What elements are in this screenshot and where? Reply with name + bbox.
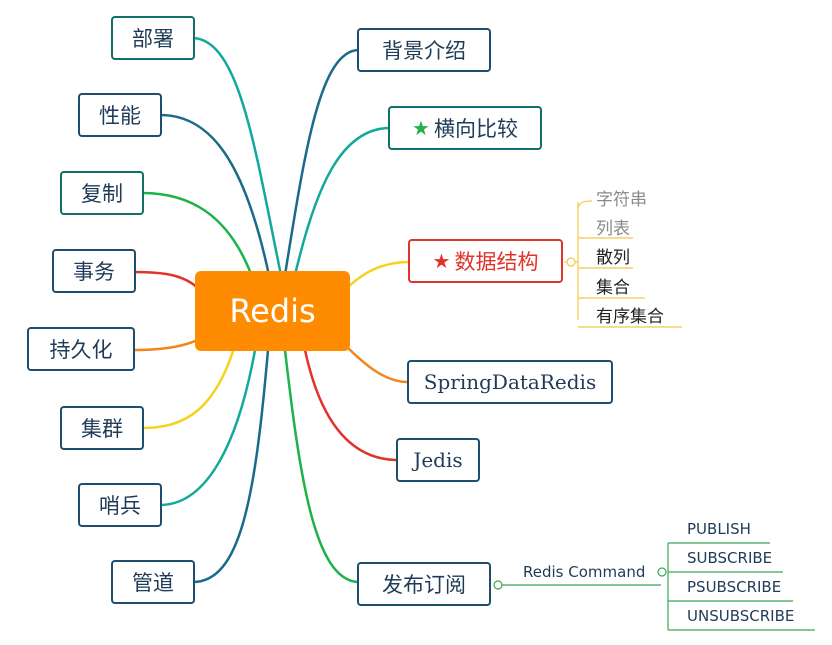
root-label: Redis [229, 292, 316, 330]
link-performance [159, 113, 272, 281]
node-persistence[interactable]: 持久化 [27, 327, 135, 371]
node-background-label: 背景介绍 [382, 39, 466, 63]
node-sentinel-label: 哨兵 [99, 494, 141, 518]
link-cluster [141, 344, 237, 430]
node-performance[interactable]: 性能 [78, 93, 162, 137]
node-deploy-label: 部署 [132, 27, 174, 51]
leaf-hash[interactable]: 散列 [596, 248, 630, 268]
link-pipeline [192, 349, 270, 584]
node-sentinel[interactable]: 哨兵 [78, 483, 162, 527]
root-node-redis[interactable]: Redis [195, 271, 350, 351]
node-deploy[interactable]: 部署 [111, 16, 195, 60]
node-transaction-label: 事务 [73, 260, 115, 284]
link-deploy [192, 36, 284, 281]
leaf-psubscribe[interactable]: PSUBSCRIBE [687, 578, 782, 596]
leaf-list[interactable]: 列表 [596, 219, 630, 239]
node-persistence-label: 持久化 [49, 338, 113, 362]
star-icon: ★ [412, 116, 430, 140]
link-replication [141, 191, 257, 286]
star-icon: ★ [432, 249, 451, 273]
leaf-publish[interactable]: PUBLISH [687, 520, 751, 538]
link-pubsub [283, 349, 359, 584]
link-transaction [133, 270, 201, 291]
node-pipeline-label: 管道 [132, 571, 174, 595]
node-transaction[interactable]: 事务 [52, 249, 136, 293]
node-compare[interactable]: ★横向比较 [388, 106, 542, 150]
node-pubsub[interactable]: 发布订阅 [357, 562, 491, 606]
link-background [283, 48, 359, 276]
link-jedis [303, 349, 399, 462]
node-compare-label: 横向比较 [433, 117, 518, 141]
node-background[interactable]: 背景介绍 [357, 28, 491, 72]
node-performance-label: 性能 [99, 104, 141, 128]
node-cluster-label: 集群 [81, 417, 123, 441]
node-pubsub-label: 发布订阅 [382, 573, 466, 597]
leaf-sorted-set[interactable]: 有序集合 [596, 307, 664, 327]
edge-label-redis-command: Redis Command [523, 563, 646, 581]
node-datastructs-label: 数据结构 [454, 250, 539, 274]
link-datastructs [344, 260, 411, 291]
node-replication-label: 复制 [81, 182, 123, 206]
node-pipeline[interactable]: 管道 [111, 560, 195, 604]
collapse-pubsub-icon [657, 567, 667, 577]
node-springdata-label: SpringDataRedis [423, 370, 597, 394]
node-jedis-label: Jedis [413, 448, 463, 472]
leaf-unsubscribe[interactable]: UNSUBSCRIBE [687, 607, 795, 625]
link-sentinel [159, 349, 257, 507]
node-datastructs[interactable]: ★数据结构 [408, 239, 563, 283]
node-springdata[interactable]: SpringDataRedis [407, 360, 613, 404]
link-springdata [344, 344, 409, 384]
node-cluster[interactable]: 集群 [60, 406, 144, 450]
leaf-set[interactable]: 集合 [596, 278, 630, 298]
leaf-subscribe[interactable]: SUBSCRIBE [687, 549, 773, 567]
node-jedis[interactable]: Jedis [396, 438, 480, 482]
leaf-string[interactable]: 字符串 [596, 190, 647, 210]
link-compare [293, 126, 391, 276]
node-replication[interactable]: 复制 [60, 171, 144, 215]
collapse-datastructs-icon [566, 257, 576, 267]
